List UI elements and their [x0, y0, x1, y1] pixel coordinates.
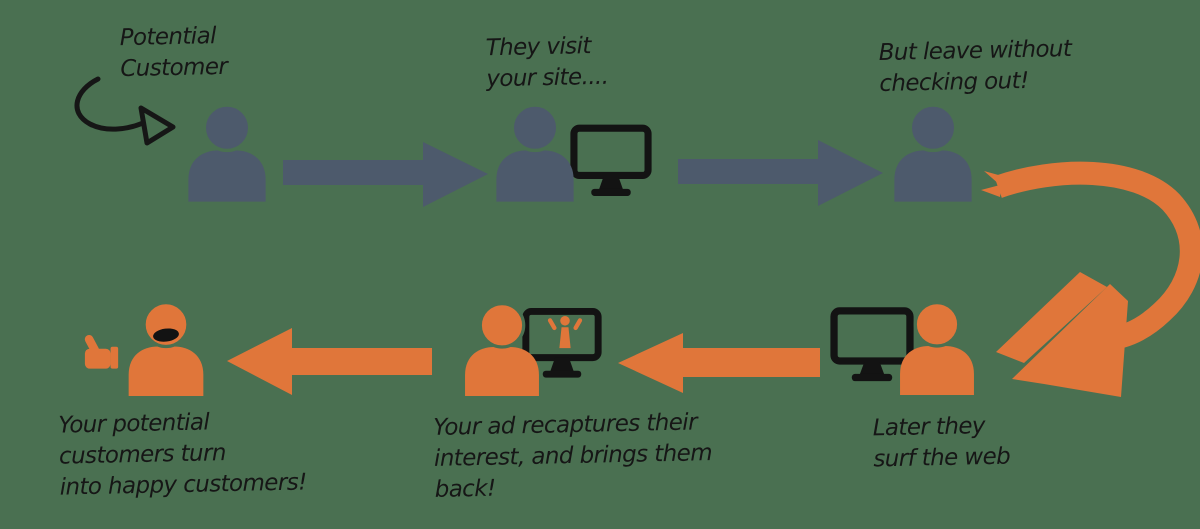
caption-leave-without-checkout: But leave without checking out! [878, 35, 1072, 97]
person-head [913, 301, 961, 348]
monitor-icon [570, 124, 652, 196]
caption-visit-site: They visit your site.... [485, 33, 609, 93]
monitor-stand [598, 175, 624, 192]
swoosh-arrowhead [996, 272, 1107, 363]
person-icon [465, 302, 539, 396]
curved-doodle-arrow-icon [74, 76, 176, 146]
monitor-icon [830, 307, 914, 382]
person-head [202, 103, 252, 153]
person-icon [496, 103, 574, 202]
smile-icon [153, 328, 179, 342]
flow-arrow-right-icon [283, 142, 488, 207]
thumbs-up-icon [84, 334, 119, 369]
person-body [188, 150, 266, 202]
person-body [894, 150, 972, 202]
monitor-icon [522, 308, 602, 378]
person-body [128, 346, 204, 396]
person-head [908, 103, 958, 153]
happy-person-icon [128, 301, 204, 396]
monitor-screen [570, 124, 652, 180]
flow-arrow-right-icon [678, 140, 883, 206]
person-head [510, 103, 560, 153]
ad-person-icon [547, 316, 583, 349]
person-body [496, 150, 574, 202]
person-icon [900, 301, 974, 395]
monitor-base [591, 188, 631, 196]
monitor-base [851, 373, 893, 382]
caption-happy-customers: Your potential customers turn into happy… [58, 409, 307, 501]
person-body [465, 346, 539, 396]
brush-swoosh-arrow-icon [981, 161, 1200, 397]
person-icon [894, 103, 972, 202]
monitor-stand [549, 357, 575, 373]
person-head [478, 302, 526, 349]
caption-surf-web: Later they surf the web [872, 413, 1011, 473]
swoosh-arrowhead [1012, 284, 1128, 397]
swoosh-ragged-start [981, 171, 1002, 197]
monitor-stand [859, 360, 885, 377]
monitor-base [542, 370, 582, 378]
person-body [900, 345, 974, 395]
person-icon [188, 103, 266, 202]
flow-arrow-left-icon [618, 333, 820, 393]
caption-ad-recaptures: Your ad recaptures their interest, and b… [433, 409, 713, 503]
flow-arrow-left-icon [227, 328, 432, 395]
